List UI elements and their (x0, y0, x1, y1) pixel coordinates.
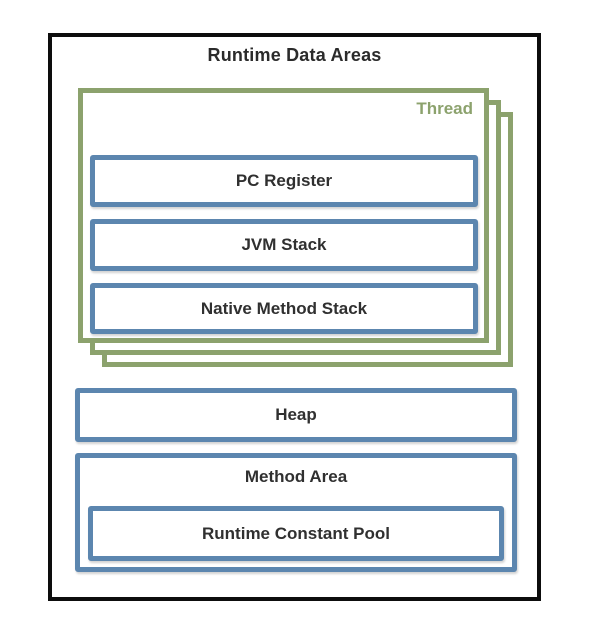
jvm-stack-label: JVM Stack (241, 235, 327, 254)
pc-register-box: PC Register (90, 155, 478, 207)
jvm-stack-box: JVM Stack (90, 219, 478, 271)
thread-stack: Thread PC Register JVM Stack Native Meth… (78, 88, 518, 372)
runtime-constant-pool-box: Runtime Constant Pool (88, 506, 504, 561)
runtime-data-areas-container: Runtime Data Areas Thread PC Register JV… (48, 33, 541, 601)
diagram-title: Runtime Data Areas (207, 45, 382, 65)
native-method-stack-label: Native Method Stack (200, 298, 368, 318)
thread-label: Thread (416, 99, 473, 118)
runtime-constant-pool-label: Runtime Constant Pool (202, 523, 390, 543)
pc-register-label: PC Register (235, 171, 333, 190)
method-area-label: Method Area (244, 467, 348, 486)
heap-box: Heap (75, 388, 517, 442)
heap-label: Heap (275, 405, 317, 424)
thread-box: Thread PC Register JVM Stack Native Meth… (78, 88, 489, 343)
method-area-box: Method Area Runtime Constant Pool (75, 453, 517, 572)
native-method-stack-box: Native Method Stack (90, 283, 478, 334)
